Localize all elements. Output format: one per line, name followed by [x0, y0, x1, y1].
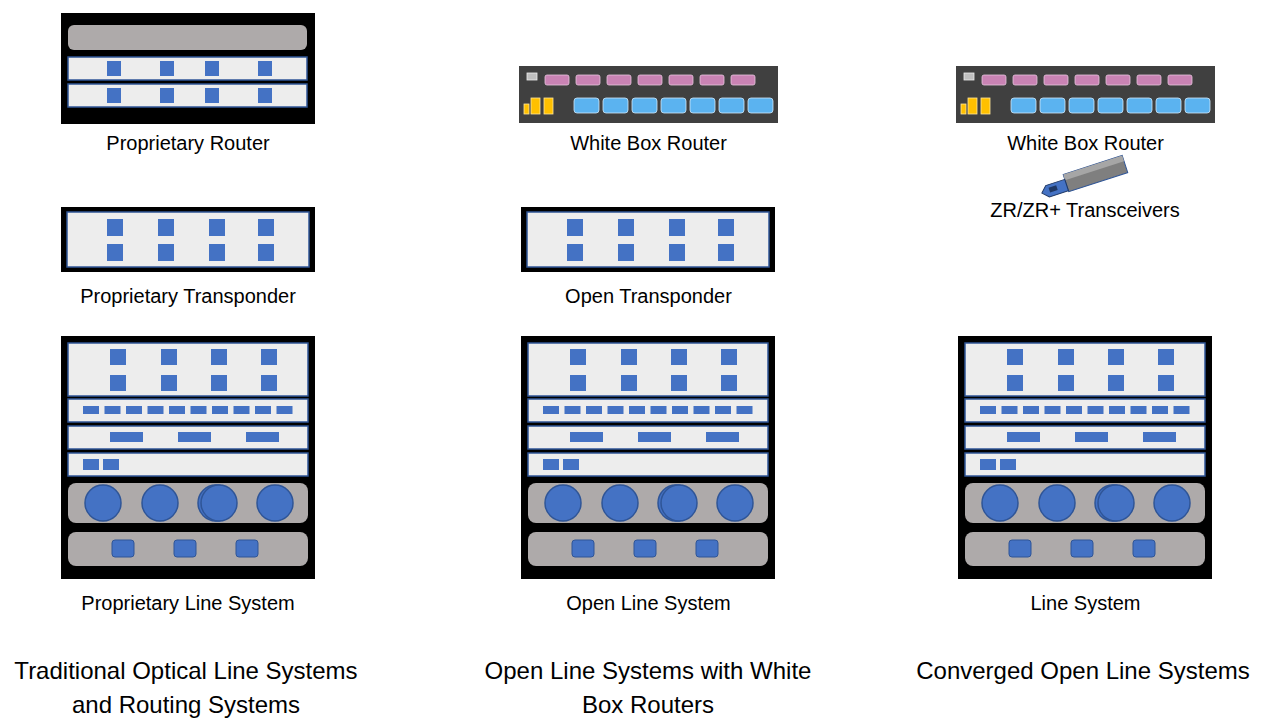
- port-slot: [169, 406, 185, 414]
- port-slot: [565, 406, 581, 414]
- device-label: Open Line System: [566, 591, 731, 615]
- device-label: Line System: [1030, 591, 1140, 615]
- router-box: Proprietary Router: [61, 13, 315, 124]
- port-slot: [1152, 406, 1168, 414]
- port-slot: [83, 406, 99, 414]
- port-slot: [148, 406, 164, 414]
- port-slot: [1131, 406, 1147, 414]
- line-system-rack: Open Line System: [521, 336, 776, 579]
- port-slot: [1045, 406, 1061, 414]
- port-slot: [191, 406, 207, 414]
- column-title: Converged Open Line Systems: [873, 654, 1263, 688]
- transceiver-icon: ZR/ZR+ Transceivers: [1038, 155, 1132, 197]
- port-slot: [651, 406, 667, 414]
- port-slot: [1174, 406, 1190, 414]
- port-slot: [1088, 406, 1104, 414]
- port-slot: [277, 406, 293, 414]
- port-slot: [212, 406, 228, 414]
- port-slot: [255, 406, 271, 414]
- port-slot: [1109, 406, 1125, 414]
- port-slot: [1002, 406, 1018, 414]
- device-label: Open Transponder: [565, 284, 732, 308]
- port-slot: [105, 406, 121, 414]
- port-slot: [586, 406, 602, 414]
- transponder-box: Proprietary Transponder: [61, 207, 315, 272]
- device-label: ZR/ZR+ Transceivers: [990, 198, 1179, 222]
- transponder-box: Open Transponder: [521, 207, 776, 272]
- port-slot: [1023, 406, 1039, 414]
- port-slot: [694, 406, 710, 414]
- column-title: Traditional Optical Line Systems and Rou…: [2, 654, 370, 722]
- port-slot: [1066, 406, 1082, 414]
- port-slot: [980, 406, 996, 414]
- line-system-rack: Proprietary Line System: [61, 336, 315, 579]
- device-label: Proprietary Line System: [81, 591, 294, 615]
- port-slot: [234, 406, 250, 414]
- port-slot: [543, 406, 559, 414]
- device-label: Proprietary Transponder: [80, 284, 296, 308]
- port-slot: [629, 406, 645, 414]
- white-box-router: White Box Router: [956, 66, 1215, 123]
- port-slot: [672, 406, 688, 414]
- column-title: Open Line Systems with White Box Routers: [468, 654, 828, 722]
- port-slot: [126, 406, 142, 414]
- port-slot: [715, 406, 731, 414]
- line-system-rack: Line System: [958, 336, 1213, 579]
- device-label: Proprietary Router: [106, 131, 269, 155]
- port-slot: [737, 406, 753, 414]
- port-slot: [608, 406, 624, 414]
- device-label: White Box Router: [1007, 131, 1164, 155]
- white-box-router: White Box Router: [519, 66, 778, 123]
- device-label: White Box Router: [570, 131, 727, 155]
